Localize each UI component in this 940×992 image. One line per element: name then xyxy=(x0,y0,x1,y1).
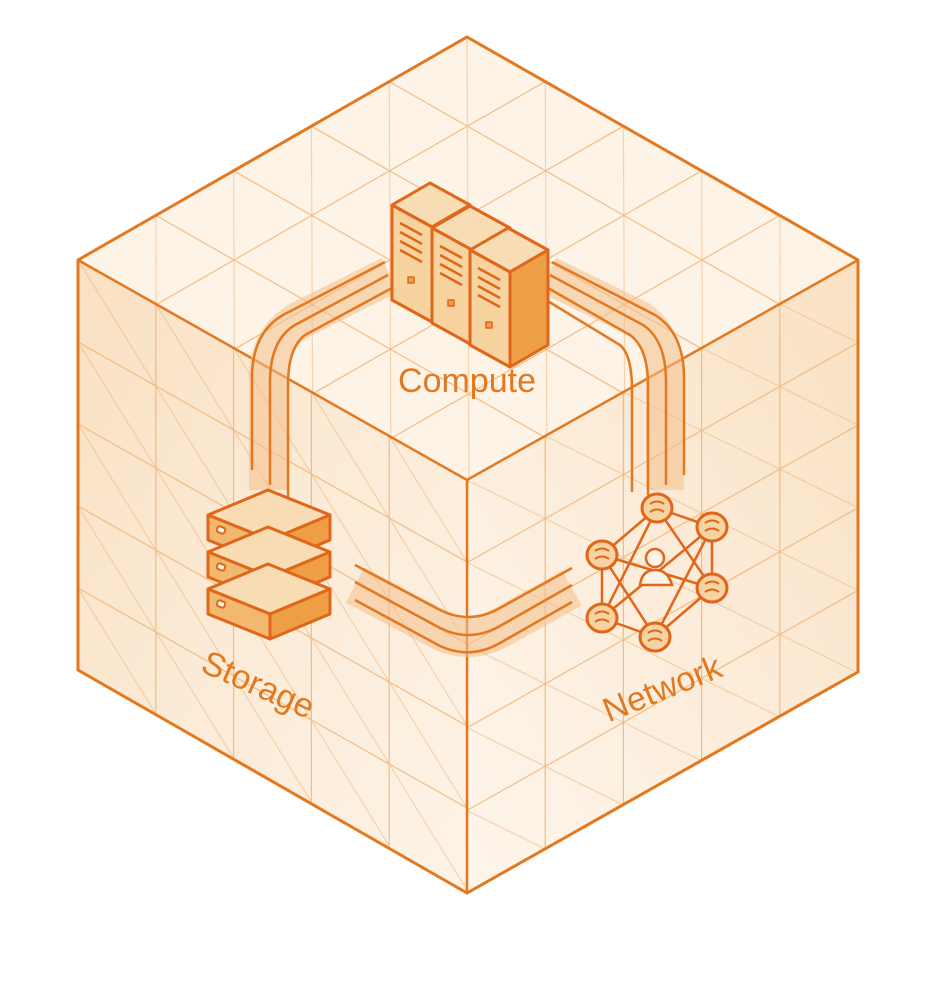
network-mesh-icon xyxy=(585,492,729,653)
database-stack-icon xyxy=(206,488,332,641)
pipe-compute-storage xyxy=(249,258,399,498)
cube xyxy=(76,35,860,895)
compute-label: Compute xyxy=(398,362,536,400)
cube-grid xyxy=(77,36,859,891)
server-rack-icon xyxy=(390,181,550,369)
pipe-compute-network xyxy=(539,257,686,495)
connection-pipes xyxy=(249,257,686,658)
pipe-storage-network xyxy=(345,563,582,658)
person-icon xyxy=(638,547,674,587)
